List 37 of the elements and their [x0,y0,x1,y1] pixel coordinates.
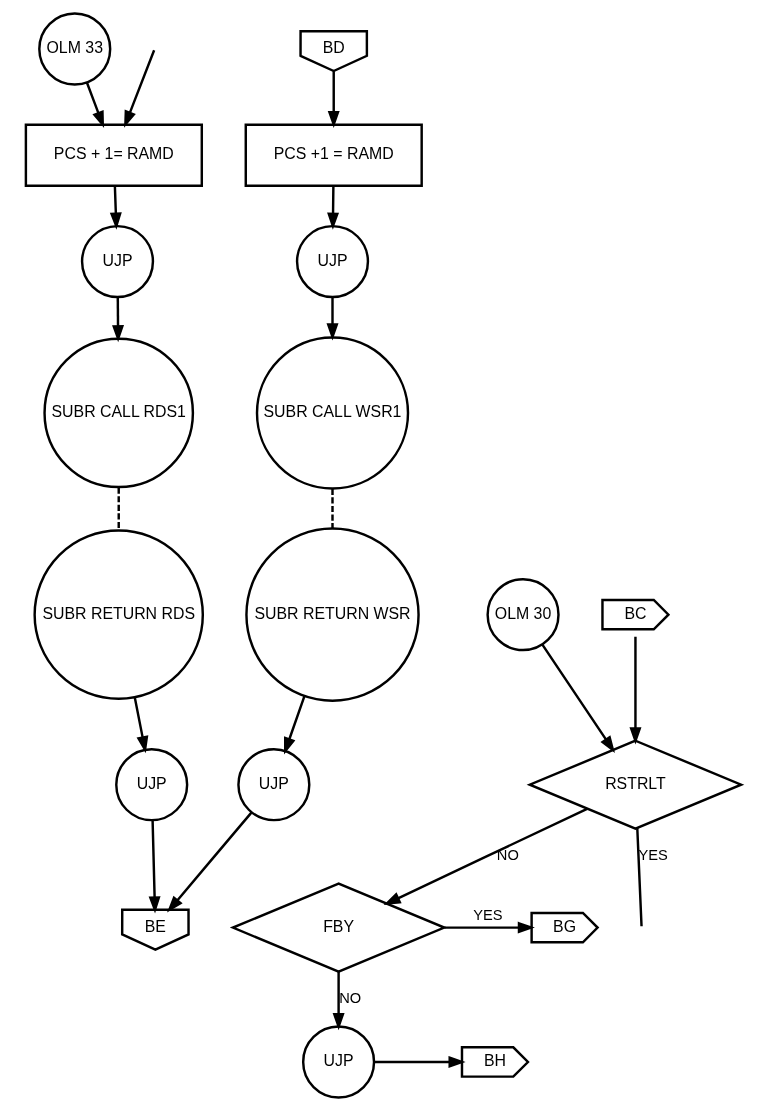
arrow [124,49,156,128]
arrow [284,695,306,755]
arrow [167,811,253,913]
arrow [85,82,105,129]
node-box: PCS + 1= RAMD [24,123,203,188]
arrow [332,971,345,1031]
node-circle: UJP [295,224,370,299]
node-diamond: RSTRLT [526,739,745,830]
node-circle: SUBR CALL RDS1 [43,337,195,489]
connector [117,487,120,531]
edge-label: YES [473,906,503,923]
node-circle: SUBR CALL WSR1 [255,336,410,490]
node-circle: UJP [301,1025,376,1099]
node-circle: UJP [80,224,155,299]
connector [636,828,643,927]
node-circle: UJP [115,748,189,822]
node-circle: OLM 33 [38,12,112,86]
edge-label: NO [339,989,362,1006]
arrow [444,921,535,934]
node-circle: SUBR RETURN RDS [33,529,205,700]
arrow [133,696,149,754]
arrow [374,1056,466,1068]
arrow [629,636,642,745]
connector [331,488,334,529]
edge-label: NO [496,846,519,863]
arrow [327,185,340,230]
node-circle: SUBR RETURN WSR [245,527,420,702]
arrow [541,644,615,753]
arrow [112,297,124,343]
arrow [327,71,340,129]
node-circle: OLM 30 [486,578,560,652]
arrow [109,185,122,230]
node-box: PCS +1 = RAMD [244,123,423,188]
node-circle: UJP [237,748,311,822]
arrow [326,297,339,341]
arrow [383,807,588,906]
arrow [148,820,161,914]
